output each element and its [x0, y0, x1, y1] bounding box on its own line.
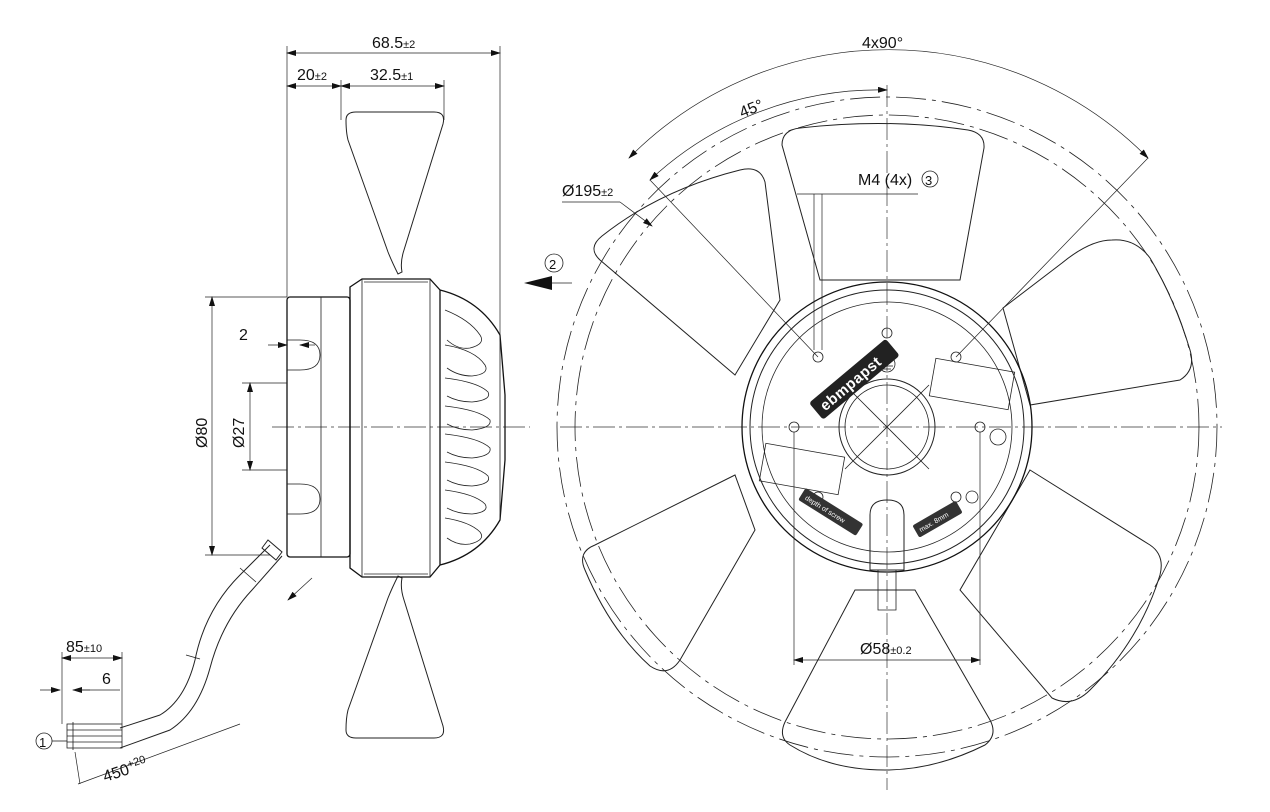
- dim-motor-diameter: Ø80: [194, 418, 211, 448]
- dim-hub-offset: 20: [297, 67, 315, 84]
- dim-wire-strip: 6: [102, 671, 111, 688]
- front-view: ebmpapst depth of screw max. 8mm 4x90° 4…: [556, 35, 1222, 790]
- dim-hole-circle-tol: ±0.2: [890, 645, 911, 657]
- dim-blade-width: 32.5: [370, 67, 401, 84]
- callout-thread: 3: [925, 173, 932, 188]
- dim-blade-width-tol: ±1: [401, 71, 413, 83]
- side-view: 68.5±2 20±2 32.5±1 2 Ø80 Ø27 85±10 6: [35, 35, 530, 786]
- lead-cable: [119, 544, 271, 729]
- dim-lead-strip: 85: [66, 639, 84, 656]
- dim-overall-depth-tol: ±2: [403, 39, 415, 51]
- dim-lead-length-tol: +20: [126, 754, 147, 771]
- upper-blade-profile: [345, 111, 445, 275]
- callout-airflow: 2: [549, 257, 556, 272]
- svg-text:20±2: 20±2: [297, 67, 327, 84]
- dim-lead-strip-tol: ±10: [84, 643, 102, 655]
- svg-text:450+20: 450+20: [100, 754, 149, 786]
- dim-mounting-thread: M4 (4x): [858, 172, 912, 189]
- dim-overall-depth: 68.5: [372, 35, 403, 52]
- svg-text:Ø195±2: Ø195±2: [562, 183, 613, 200]
- dim-flange-step: 2: [239, 327, 248, 344]
- dim-blade-pitch: 4x90°: [862, 35, 903, 52]
- dim-impeller-diameter-tol: ±2: [601, 187, 613, 199]
- lower-blade-profile: [345, 575, 445, 739]
- dim-hole-circle: Ø58: [860, 641, 890, 658]
- callout-leads: 1: [39, 735, 46, 750]
- svg-text:85±10: 85±10: [66, 639, 102, 656]
- airflow-direction: 2: [524, 253, 572, 290]
- dim-shaft-diameter: Ø27: [231, 418, 248, 448]
- dim-hub-offset-tol: ±2: [315, 71, 327, 83]
- svg-text:32.5±1: 32.5±1: [370, 67, 413, 84]
- dim-impeller-diameter: Ø195: [562, 183, 601, 200]
- dim-blade-angle: 45°: [737, 97, 766, 122]
- svg-text:68.5±2: 68.5±2: [372, 35, 415, 52]
- svg-text:Ø58±0.2: Ø58±0.2: [860, 641, 912, 658]
